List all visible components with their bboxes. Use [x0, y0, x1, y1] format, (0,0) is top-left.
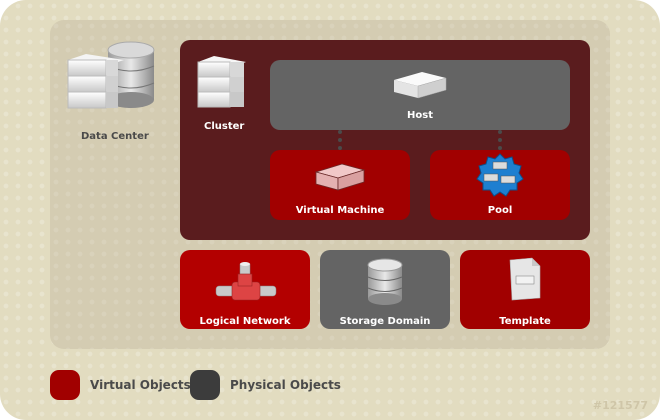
storage-domain-icon [367, 258, 403, 305]
pool-label: Pool [487, 205, 513, 216]
template-icon [509, 257, 541, 301]
host-tile: Host [270, 60, 570, 130]
pool-icon [476, 153, 524, 197]
template-tile: Template [460, 250, 590, 329]
cluster-label: Cluster [204, 121, 245, 132]
data-center-icon [67, 41, 155, 109]
legend-physical-label: Physical Objects [230, 378, 341, 392]
virtual-machine-tile: Virtual Machine [270, 150, 410, 220]
storage-domain-tile: Storage Domain [320, 250, 450, 329]
figure-id: #121577 [592, 399, 648, 412]
legend-virtual-label: Virtual Objects [90, 378, 191, 392]
template-label: Template [499, 316, 551, 327]
host-vm-connector [338, 130, 346, 150]
storage-domain-label: Storage Domain [339, 316, 431, 327]
cluster-icon [197, 56, 246, 108]
logical-network-label: Logical Network [199, 316, 291, 327]
host-icon [394, 72, 447, 99]
logical-network-tile: Logical Network [180, 250, 310, 329]
virtual-machine-label: Virtual Machine [295, 205, 385, 216]
legend-physical-swatch [190, 370, 220, 400]
logical-network-icon [215, 262, 277, 301]
host-label: Host [407, 110, 433, 121]
legend-virtual-swatch [50, 370, 80, 400]
data-center-label: Data Center [81, 131, 149, 142]
pool-tile: Pool [430, 150, 570, 220]
virtual-machine-icon [314, 163, 366, 191]
host-pool-connector [498, 130, 506, 150]
